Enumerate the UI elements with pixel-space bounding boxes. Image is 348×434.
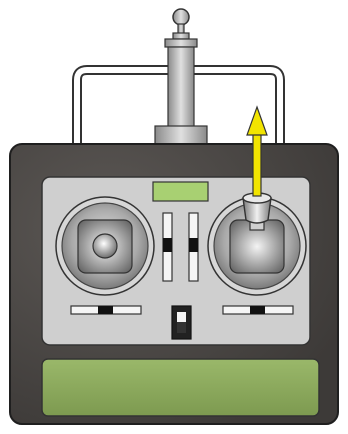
right-bottom-trim[interactable] — [222, 305, 294, 315]
toggle-switch-icon[interactable] — [171, 305, 192, 340]
center-trim-left[interactable] — [162, 212, 173, 282]
small-lcd-display — [152, 181, 209, 202]
left-gimbal[interactable] — [55, 196, 155, 296]
large-lcd-display — [41, 358, 320, 417]
up-arrow-icon — [246, 105, 268, 197]
antenna — [154, 8, 208, 147]
left-bottom-trim[interactable] — [70, 305, 142, 315]
right-gimbal[interactable] — [207, 192, 307, 296]
center-trim-right[interactable] — [188, 212, 199, 282]
